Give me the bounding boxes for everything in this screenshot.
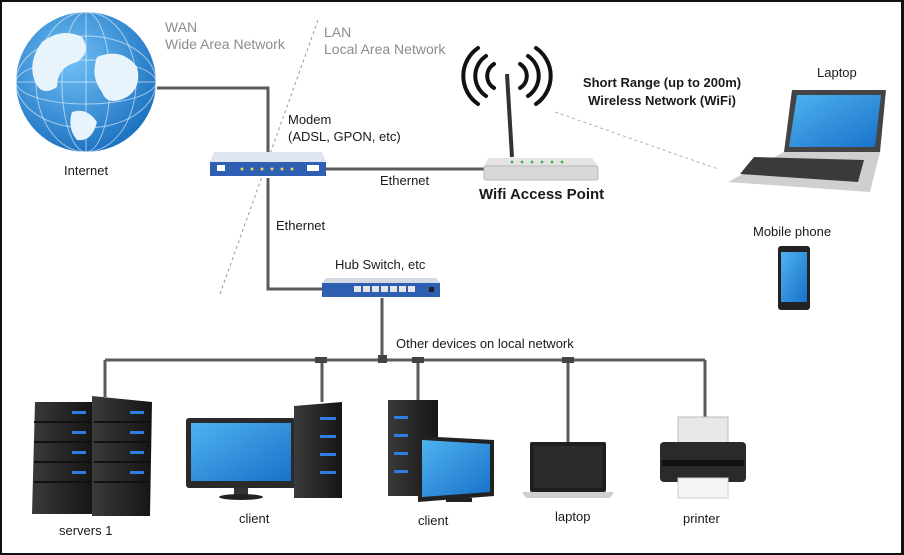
servers-icon <box>32 396 152 516</box>
client-1-label: client <box>239 511 270 526</box>
ethernet-label-ap: Ethernet <box>380 173 430 188</box>
cable-modem-hub <box>266 178 324 291</box>
lan-title: LAN <box>324 24 352 40</box>
modem-icon <box>210 152 326 176</box>
local-bus-label: Other devices on local network <box>396 336 574 351</box>
laptop-top-label: Laptop <box>817 65 857 80</box>
wifi-ap-label: Wifi Access Point <box>479 186 605 203</box>
laptop-wifi-icon <box>728 90 886 192</box>
wifi-access-point-icon <box>461 46 599 181</box>
internet-label: Internet <box>64 163 109 178</box>
laptop-bottom-label: laptop <box>555 509 591 524</box>
mobile-phone-icon <box>778 246 810 310</box>
ethernet-cables <box>103 86 707 442</box>
printer-icon <box>660 416 746 499</box>
wifi-range-label: Short Range (up to 200m) <box>582 75 742 90</box>
internet-globe-icon <box>15 11 157 153</box>
cable-internet-modem <box>157 86 270 152</box>
laptop-icon <box>522 442 614 498</box>
mobile-phone-label: Mobile phone <box>753 224 832 239</box>
hub-switch-label: Hub Switch, etc <box>335 257 426 272</box>
client-2-label: client <box>418 513 449 528</box>
modem-sublabel: (ADSL, GPON, etc) <box>288 129 401 144</box>
lan-subtitle: Local Area Network <box>324 41 446 57</box>
cable-connectors <box>315 355 574 363</box>
ethernet-label-hub: Ethernet <box>276 218 326 233</box>
hub-switch-icon <box>322 278 440 297</box>
wifi-network-label: Wireless Network (WiFi) <box>588 93 736 108</box>
printer-label: printer <box>683 511 720 526</box>
wan-subtitle: Wide Area Network <box>165 36 285 52</box>
client-2-icon <box>388 400 494 502</box>
wifi-range-line <box>554 111 719 170</box>
wan-title: WAN <box>165 19 198 35</box>
modem-label: Modem <box>288 112 332 127</box>
client-1-icon <box>186 402 342 500</box>
servers-label: servers 1 <box>59 523 113 538</box>
